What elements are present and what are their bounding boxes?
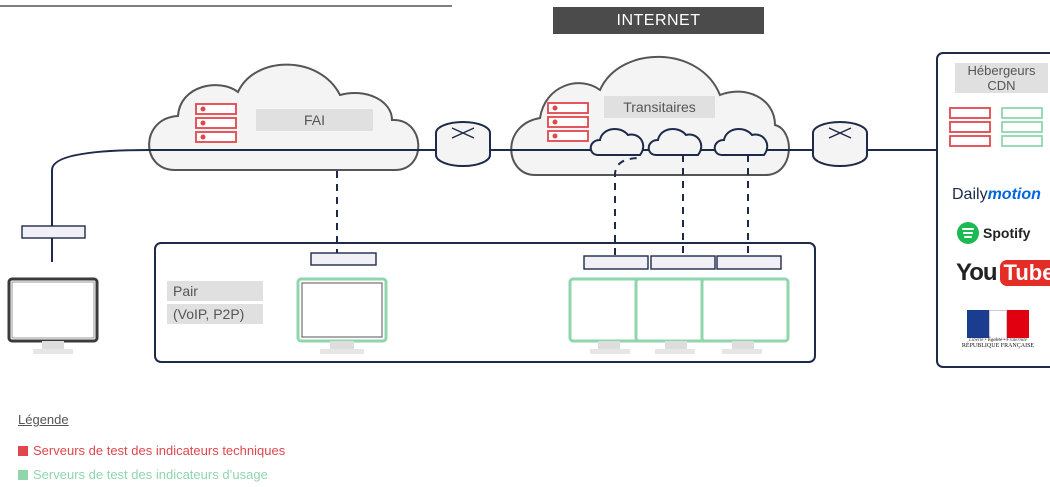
access-line bbox=[51, 149, 151, 262]
monitor-icon-peer bbox=[296, 277, 388, 354]
dailymotion-text-a: Daily bbox=[952, 186, 988, 203]
dashed-connectors bbox=[336, 155, 749, 255]
internet-banner: INTERNET bbox=[553, 7, 764, 34]
spotify-logo: Spotify bbox=[957, 222, 1030, 244]
spotify-text: Spotify bbox=[983, 225, 1031, 241]
peer-label-line2: (VoIP, P2P) bbox=[167, 304, 263, 324]
monitor-icons-usage bbox=[568, 277, 790, 354]
monitor-icon-user bbox=[7, 277, 99, 354]
hosting-label-line2: CDN bbox=[987, 78, 1016, 93]
transit-label: Transitaires bbox=[604, 96, 715, 118]
router-fai-icon bbox=[435, 121, 491, 167]
youtube-logo: You Tube bbox=[956, 259, 1050, 287]
transit-server-icon bbox=[547, 102, 589, 142]
legend-item-technical-label: Serveurs de test des indicateurs techniq… bbox=[33, 443, 286, 458]
fai-server-icon bbox=[195, 103, 237, 143]
youtube-text-b: Tube bbox=[999, 260, 1050, 286]
peer-label-line1: Pair bbox=[167, 281, 263, 301]
peer-box bbox=[154, 242, 816, 363]
green-square-icon bbox=[18, 469, 28, 480]
fai-label: FAI bbox=[256, 109, 373, 131]
republic-name: RÉPUBLIQUE FRANÇAISE bbox=[961, 343, 1035, 349]
switch-icons bbox=[21, 225, 782, 270]
dailymotion-text-b: motion bbox=[987, 186, 1041, 203]
legend-item-usage: Serveurs de test des indicateurs d’usage bbox=[18, 467, 268, 482]
dailymotion-logo: Dailymotion bbox=[952, 186, 1041, 204]
spotify-icon bbox=[957, 222, 979, 244]
router-cdn-icon bbox=[812, 121, 868, 167]
youtube-text-a: You bbox=[956, 259, 998, 286]
legend-item-technical: Serveurs de test des indicateurs techniq… bbox=[18, 443, 285, 458]
hosting-label-line1: Hébergeurs bbox=[967, 63, 1036, 78]
cdn-red-server-icon bbox=[949, 107, 991, 147]
red-square-icon bbox=[18, 445, 28, 456]
cdn-green-server-icon bbox=[1001, 107, 1043, 147]
republic-motto: Liberté • Égalité • Fraternité bbox=[969, 338, 1027, 343]
marianne-flag-icon bbox=[958, 310, 1038, 340]
peer-label: Pair (VoIP, P2P) bbox=[167, 281, 263, 327]
legend-title: Légende bbox=[18, 412, 69, 427]
legend-item-usage-label: Serveurs de test des indicateurs d’usage bbox=[33, 467, 268, 482]
republique-francaise-logo: Liberté • Égalité • Fraternité RÉPUBLIQU… bbox=[958, 310, 1038, 349]
transit-small-clouds bbox=[589, 128, 769, 156]
hosting-label: Hébergeurs CDN bbox=[955, 63, 1048, 93]
